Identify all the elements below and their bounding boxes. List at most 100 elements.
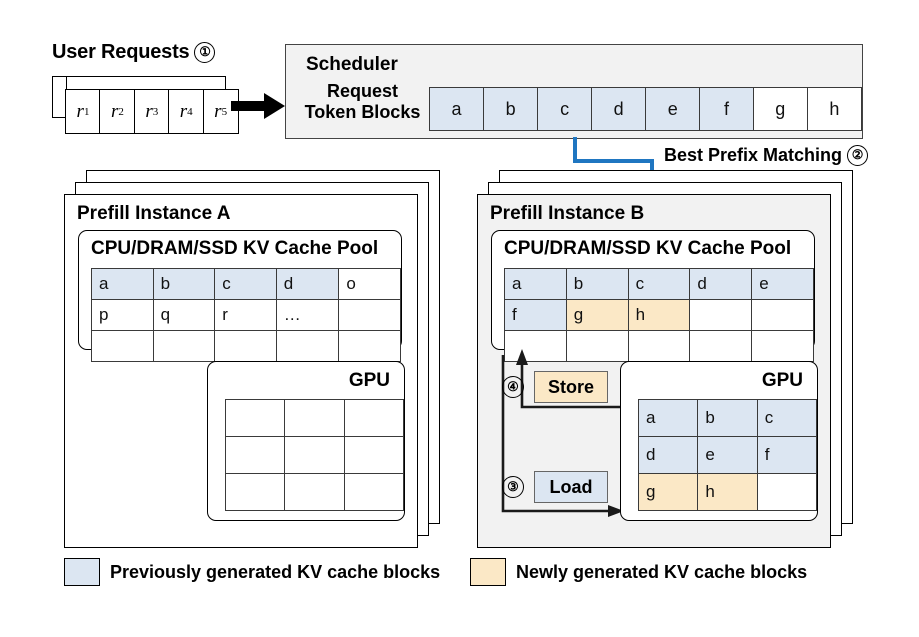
table-row [224, 399, 405, 437]
cache-block-cell [751, 330, 814, 362]
cache-block-cell: c [214, 268, 277, 300]
instance-a-gpu-header: GPU [348, 370, 390, 391]
table-row [504, 330, 814, 362]
token-block: b [483, 87, 539, 131]
cache-block-cell: h [697, 473, 758, 511]
load-button[interactable]: Load [534, 471, 608, 503]
instance-b-pool-header: CPU/DRAM/SSD KV Cache Pool [504, 238, 792, 259]
cache-block-cell: a [91, 268, 154, 300]
cache-block-cell [343, 399, 405, 437]
cache-block-cell: d [275, 268, 340, 300]
cache-block-cell [214, 330, 277, 362]
cache-block-cell [275, 330, 340, 362]
cache-block-cell: o [338, 268, 401, 300]
legend-item-newly-generated: Newly generated KV cache blocks [470, 558, 807, 586]
store-button[interactable]: Store [534, 371, 608, 403]
cache-block-cell: r [214, 299, 277, 331]
scheduler-subtitle: Request Token Blocks [300, 81, 425, 123]
instance-a-title: Prefill Instance A [77, 203, 231, 224]
table-row [224, 436, 405, 474]
cache-block-cell [756, 473, 818, 511]
cache-block-cell [284, 473, 345, 511]
cache-block-cell: e [697, 436, 758, 474]
cache-block-cell [627, 330, 691, 362]
best-prefix-matching-text: Best Prefix Matching [664, 145, 843, 165]
step-4-badge: ④ [502, 376, 524, 398]
cache-block-cell: h [627, 299, 691, 331]
cache-block-cell [689, 330, 753, 362]
cache-block-cell [284, 399, 345, 437]
legend-swatch-blue [64, 558, 100, 586]
instance-b-gpu-header: GPU [761, 370, 803, 391]
cache-block-cell: p [91, 299, 154, 331]
cache-block-cell [689, 299, 753, 331]
step-2-badge: ② [847, 145, 869, 166]
cache-block-cell [751, 299, 814, 331]
cache-block-cell: b [152, 268, 216, 300]
cache-block-cell: e [751, 268, 814, 300]
instance-a-pool-header: CPU/DRAM/SSD KV Cache Pool [91, 238, 379, 259]
cache-block-cell: c [627, 268, 691, 300]
user-requests-text: User Requests [52, 41, 190, 63]
cache-block-cell: d [689, 268, 753, 300]
token-block: d [591, 87, 647, 131]
instance-b-title: Prefill Instance B [490, 203, 645, 224]
cache-block-cell: q [152, 299, 216, 331]
cache-block-cell: f [756, 436, 818, 474]
cache-block-cell: c [756, 399, 818, 437]
step-1-badge: ① [194, 42, 216, 63]
cache-block-cell [224, 399, 286, 437]
cache-block-cell [338, 299, 401, 331]
legend-item-previously-generated: Previously generated KV cache blocks [64, 558, 440, 586]
cache-block-cell [504, 330, 567, 362]
table-row [91, 330, 401, 362]
instance-a-gpu: GPU [207, 361, 405, 521]
cache-block-cell: g [637, 473, 699, 511]
token-block: e [645, 87, 701, 131]
token-block: f [699, 87, 754, 131]
scheduler-title: Scheduler [306, 54, 398, 75]
cache-block-cell: … [275, 299, 340, 331]
cache-block-cell [224, 436, 286, 474]
prefill-instance-b-card[interactable]: Prefill Instance B CPU/DRAM/SSD KV Cache… [477, 194, 831, 548]
table-row [224, 473, 405, 511]
cache-block-cell [343, 473, 405, 511]
legend: Previously generated KV cache blocks New… [64, 558, 854, 592]
cache-block-cell: a [637, 399, 699, 437]
token-block: a [428, 87, 485, 131]
cache-block-cell [338, 330, 401, 362]
cache-block-cell [343, 436, 405, 474]
cache-block-cell [224, 473, 286, 511]
legend-swatch-cream [470, 558, 506, 586]
cache-block-cell: g [565, 299, 629, 331]
scheduler-subtitle-line2: Token Blocks [304, 102, 421, 122]
prefill-instance-a-card[interactable]: Prefill Instance A CPU/DRAM/SSD KV Cache… [64, 194, 418, 548]
cache-block-cell: a [504, 268, 567, 300]
cache-block-cell [565, 330, 629, 362]
cache-block-cell: f [504, 299, 567, 331]
